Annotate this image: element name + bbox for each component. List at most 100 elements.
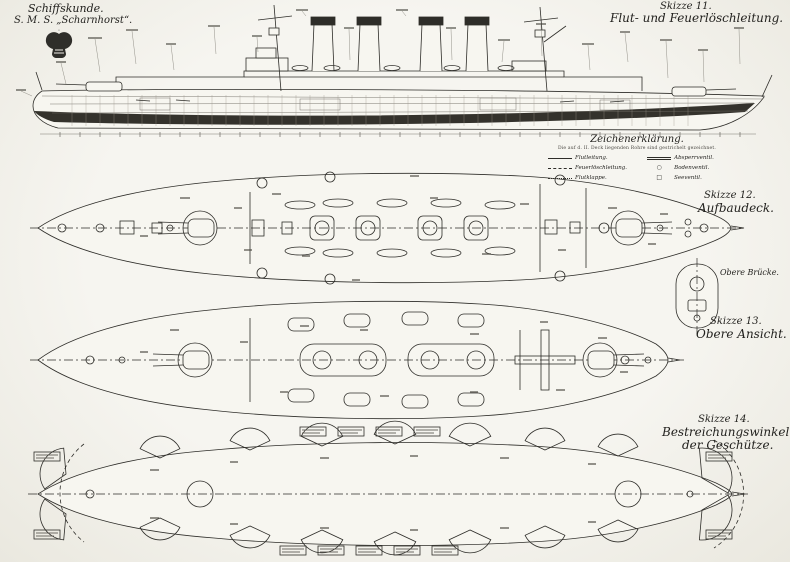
sheet-number: Skizze 11. (660, 1, 712, 12)
aufbaudeck-view (30, 171, 745, 285)
firing-arcs-details (85, 480, 694, 508)
drawing-mark (85, 355, 95, 365)
drawing-mark (170, 44, 175, 71)
drawing-mark (431, 545, 459, 556)
fore-turret (582, 342, 645, 378)
drawing-mark (713, 439, 745, 549)
drawing-mark (299, 343, 387, 377)
drawing-mark (705, 529, 733, 540)
drawing-mark (702, 50, 705, 83)
drawing-mark (597, 433, 639, 457)
drawing-mark (284, 246, 316, 256)
drawing-mark (644, 356, 652, 364)
obere-ansicht-sheet-number: Skizze 13. (710, 316, 762, 327)
drawing-mark (94, 38, 101, 73)
drawing-mark (151, 222, 163, 234)
legend-items: Flutleitung. Feuerlöschleitung. Flutklap… (548, 153, 726, 183)
drawing-mark (457, 313, 485, 328)
drawing-mark (186, 480, 214, 508)
drawing-mark (420, 350, 440, 370)
aufbaudeck-annotations (140, 175, 668, 281)
drawing-mark (413, 426, 441, 437)
drawing-mark (457, 392, 485, 407)
drawing-mark (20, 90, 33, 97)
drawing-mark (501, 40, 505, 63)
profile-turrets (55, 81, 737, 103)
drawing-mark (284, 200, 316, 210)
sheet-title: Flut- und Feuerlöschleitung. (610, 11, 784, 25)
drawing-mark (544, 219, 558, 235)
drawing-mark (698, 494, 733, 541)
drawing-mark (684, 230, 692, 238)
superstructure (115, 70, 643, 91)
drawing-mark (514, 355, 576, 365)
bestreichung-label-line2: der Geschütze. (682, 438, 774, 452)
bridge-house (245, 57, 289, 72)
drawing-mark (524, 427, 566, 451)
drawing-mark (699, 223, 709, 233)
drawing-mark (355, 545, 383, 556)
drawing-mark (300, 529, 344, 554)
drawing-mark (287, 317, 315, 332)
drawing-mark (401, 311, 429, 326)
obere-ansicht-annotations (140, 321, 628, 397)
drawing-mark (33, 451, 61, 462)
drawing-mark (497, 65, 515, 71)
drawing-mark (95, 223, 105, 233)
drawing-mark (540, 24, 543, 57)
drawing-mark (324, 273, 336, 285)
drawing-mark (686, 490, 694, 498)
drawing-mark (256, 267, 268, 279)
legend-item: Flutklappe. (548, 173, 639, 183)
drawing-mark (299, 426, 327, 437)
drawing-mark (393, 545, 421, 556)
legend-item-label: Feuerlöschleitung. (575, 165, 628, 171)
drawing-mark (656, 224, 664, 232)
drawing-mark (279, 545, 307, 556)
drawing-mark (484, 246, 516, 256)
chart-house (255, 47, 277, 59)
drawing-mark (343, 392, 371, 407)
drawing-mark (348, 28, 351, 61)
drawing-mark (450, 28, 453, 61)
drawing-mark (684, 218, 692, 226)
legend-item-label: Flutklappe. (575, 175, 607, 181)
firing-arcs-view (28, 420, 748, 556)
drawing-mark (287, 388, 315, 403)
drawing-mark (540, 329, 550, 391)
drawing-mark (119, 220, 135, 235)
legend-item: Absperrventil. (647, 153, 726, 163)
aufbaudeck-label: Aufbaudeck. (698, 201, 774, 215)
drawing-mark (323, 65, 341, 71)
drawing-mark (166, 224, 174, 232)
firing-arc-labels (33, 426, 733, 556)
profile-annotations (16, 9, 744, 97)
legend: Zeichenerklärung. Die auf d. II. Deck li… (548, 134, 726, 183)
bridge-inset-label: Obere Brücke. (720, 268, 779, 277)
drawing-mark (430, 248, 462, 258)
profile-view (16, 4, 773, 137)
drawing-mark (597, 519, 639, 543)
drawing-mark (118, 356, 126, 364)
station-ticks (59, 132, 741, 137)
fore-turret (610, 210, 673, 246)
legend-item: Flutleitung. (548, 153, 639, 163)
drawing-mark (376, 248, 408, 258)
legend-title: Zeichenerklärung. (590, 134, 684, 145)
profile-boats (291, 65, 515, 71)
drawing-mark (375, 426, 403, 437)
drawing-mark (33, 529, 61, 540)
drawing-mark (322, 198, 354, 208)
drawing-mark (430, 198, 462, 208)
bestreichung-label-line1: Bestreichungswinkel (662, 425, 790, 439)
circle-symbol-sample: ○ (656, 164, 662, 171)
legend-note: Die auf d. II. Deck liegenden Rohre sind… (557, 146, 717, 151)
drawing-mark (229, 525, 271, 549)
drawing-mark (256, 36, 259, 53)
drawing-mark (317, 545, 345, 556)
waterline-band (34, 103, 755, 125)
drawing-mark (300, 422, 344, 447)
drawing-mark (312, 350, 332, 370)
